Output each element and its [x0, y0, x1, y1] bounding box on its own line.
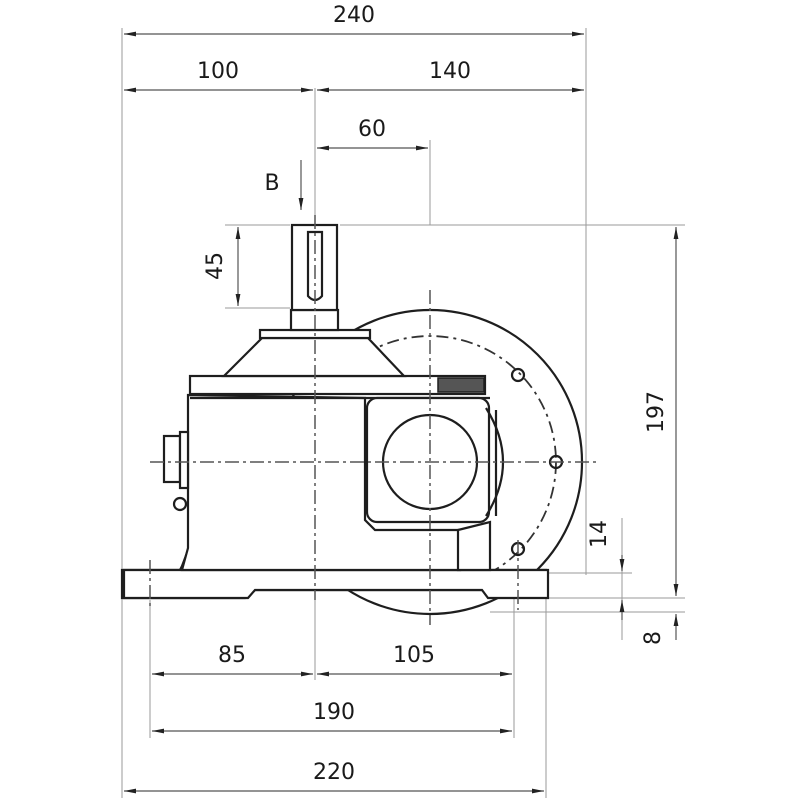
- worm-box: [365, 396, 491, 524]
- dim-shaft-offset: 60: [317, 117, 428, 151]
- nameplate: [437, 377, 485, 393]
- dim-45-label: 45: [203, 252, 228, 280]
- dim-85-label: 85: [218, 643, 246, 668]
- dim-shaft-to-right: 140: [317, 59, 584, 93]
- base-plate-outline: [122, 568, 550, 600]
- dim-105-label: 105: [393, 643, 435, 668]
- dim-base-to-mount: 14: [587, 518, 625, 640]
- dim-240-label: 240: [333, 3, 375, 28]
- dim-base-length: 220: [124, 760, 544, 794]
- dim-overall-width: 240: [124, 3, 584, 37]
- plug-flange: [178, 430, 190, 490]
- dim-197-label: 197: [644, 391, 669, 433]
- dim-140-label: 140: [429, 59, 471, 84]
- dim-mounting-span: 190: [152, 700, 512, 734]
- dim-8-label: 8: [641, 631, 666, 645]
- extension-lines: [121, 28, 685, 798]
- dim-overall-height: 197: [644, 227, 679, 596]
- centerlines: [149, 215, 600, 625]
- drain-plug: [172, 496, 188, 512]
- dim-shaft-length: 45: [203, 227, 241, 306]
- dim-190-label: 190: [313, 700, 355, 725]
- dim-left-to-shaft: 100: [124, 59, 313, 93]
- dim-center-to-right: 105: [317, 643, 512, 677]
- view-label: B: [264, 171, 279, 196]
- dim-100-label: 100: [197, 59, 239, 84]
- side-plug: [162, 434, 182, 484]
- dim-14-label: 14: [587, 520, 612, 548]
- shaft-keyway: [306, 230, 324, 302]
- view-b-indicator: B: [264, 160, 304, 210]
- dim-base-thickness: 8: [641, 614, 679, 645]
- dim-60-label: 60: [358, 117, 386, 142]
- dim-left-to-center: 85: [152, 643, 313, 677]
- dim-220-label: 220: [313, 760, 355, 785]
- foot-boss: [456, 520, 492, 572]
